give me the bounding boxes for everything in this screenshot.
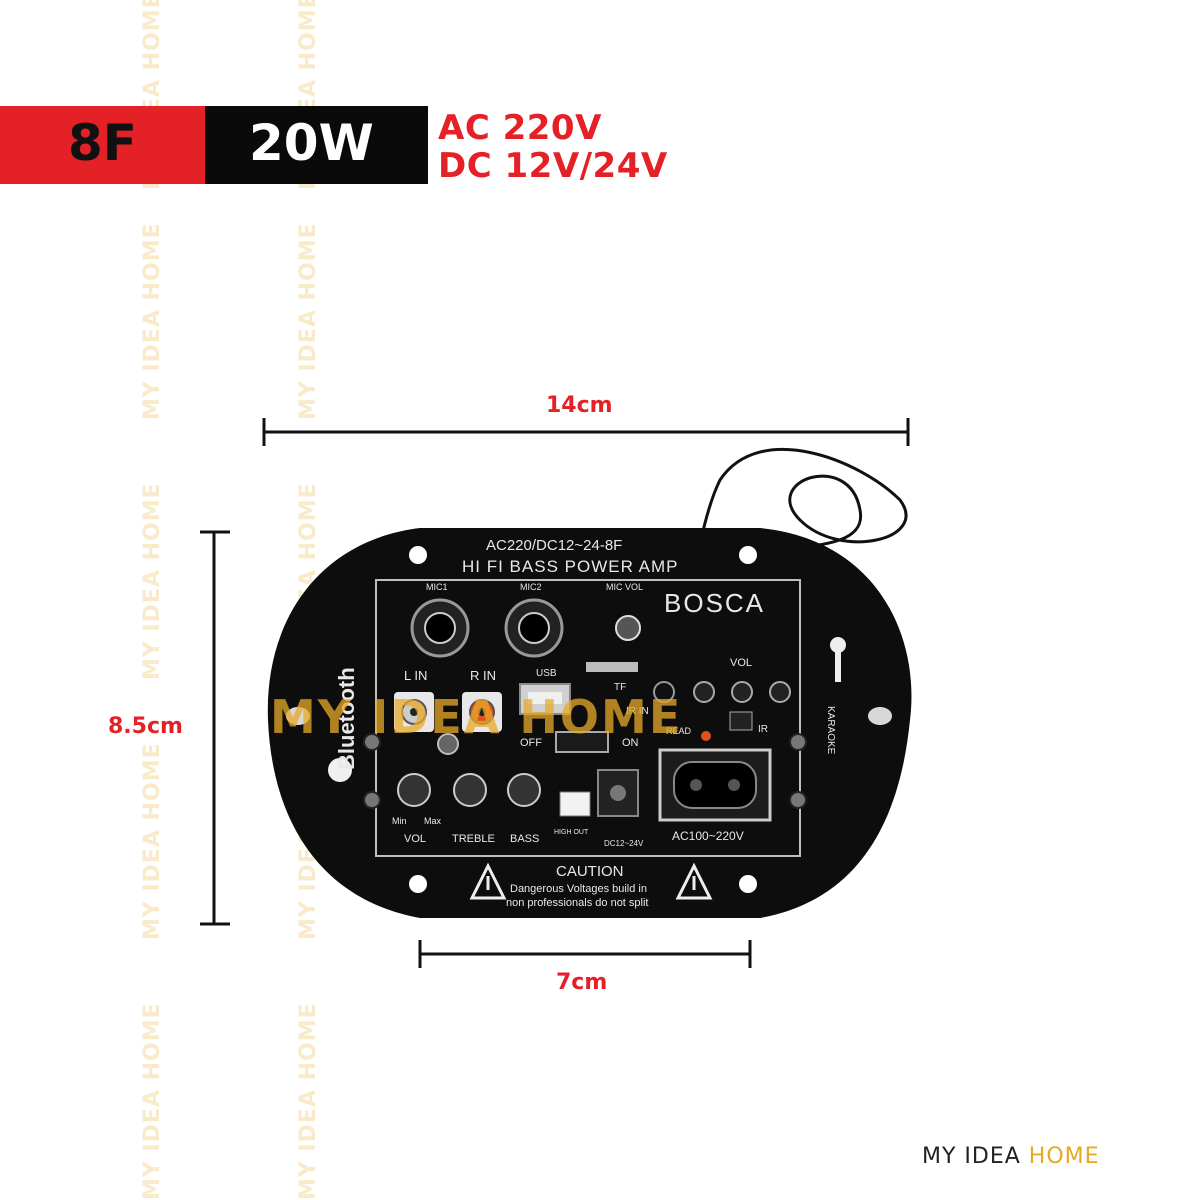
mic2-label: MIC2 [520, 582, 542, 592]
mic1-jack [410, 598, 470, 658]
ac-in-label: AC100~220V [672, 829, 744, 843]
on-label: ON [622, 737, 639, 749]
dimension-height-label: 8.5cm [108, 714, 183, 739]
control-panel-frame [375, 579, 801, 857]
prev-button [693, 681, 715, 703]
mount-hole [739, 875, 757, 893]
read-label: READ [666, 726, 692, 736]
tf-slot [586, 662, 638, 672]
warning-triangle-icon [469, 862, 507, 900]
bass-knob [507, 773, 541, 807]
badge-model: 8F [0, 106, 205, 184]
bluetooth-label: Bluetooth [334, 667, 359, 770]
screw [363, 733, 381, 751]
dimension-inner-width-label: 7cm [556, 970, 608, 995]
high-out-label: HIGH OUT [554, 829, 589, 836]
mount-hole [409, 546, 427, 564]
rca-right-jack [462, 692, 502, 732]
voltage-ac: AC 220V [438, 108, 602, 148]
badge-power: 20W [205, 106, 428, 184]
high-out-connector [559, 791, 591, 817]
mount-hole [409, 875, 427, 893]
mic1-label: MIC1 [426, 582, 448, 592]
badge-power-text: 20W [249, 114, 374, 172]
screw [363, 791, 381, 809]
mic-vol-label: MIC VOL [606, 582, 643, 592]
mount-hole [286, 707, 310, 725]
rca-left-jack [394, 692, 434, 732]
footer-brand-part1: MY IDEA [922, 1144, 1029, 1169]
next-button [769, 681, 791, 703]
mount-hole [739, 546, 757, 564]
caution-title: CAUTION [556, 863, 624, 880]
caution-line1: Dangerous Voltages build in [510, 883, 647, 895]
usb-label: USB [536, 668, 557, 679]
lin-label: L IN [404, 668, 427, 683]
knob-vol-label: VOL [404, 833, 426, 845]
vol-knob [397, 773, 431, 807]
screw [789, 791, 807, 809]
karaoke-mic-icon [830, 637, 846, 682]
bluetooth-icon [328, 758, 352, 782]
off-label: OFF [520, 737, 542, 749]
dimension-line-width [262, 418, 910, 446]
ir-receiver [729, 711, 753, 731]
dc-in-label: DC12~24V [604, 839, 644, 848]
screw [789, 733, 807, 751]
footer-brand-part2: HOME [1028, 1144, 1100, 1169]
min-label: Min [392, 816, 407, 826]
mount-hole [868, 707, 892, 725]
rca-nut [437, 733, 459, 755]
board-brand-text: BOSCA [664, 588, 765, 618]
dimension-line-height [200, 530, 230, 926]
center-watermark: MY IDEA HOME [270, 690, 683, 744]
ir-in-jack [653, 681, 675, 703]
voltage-dc: DC 12V/24V [438, 146, 668, 186]
rin-label: R IN [470, 668, 496, 683]
tf-label: TF [614, 682, 626, 693]
knob-bass-label: BASS [510, 833, 539, 845]
karaoke-label: KARAOKE [825, 706, 836, 755]
ir-label: IR [758, 724, 768, 735]
read-led [701, 731, 711, 741]
dimension-line-inner [418, 940, 752, 968]
mic2-jack [504, 598, 564, 658]
knob-treble-label: TREBLE [452, 833, 495, 845]
max-label: Max [424, 816, 442, 826]
board-model-text: AC220/DC12~24-8F [486, 537, 622, 554]
warning-triangle-icon [675, 862, 713, 900]
dimension-width-label: 14cm [546, 393, 613, 418]
mic-vol-knob [615, 615, 641, 641]
badge-model-text: 8F [68, 114, 137, 172]
ir-in-label: IR IN [626, 706, 649, 717]
play-button [731, 681, 753, 703]
treble-knob [453, 773, 487, 807]
footer-brand: MY IDEA HOME [922, 1144, 1100, 1169]
board-title-text: HI FI BASS POWER AMP [462, 557, 678, 576]
vol-button-label: VOL [730, 657, 752, 669]
antenna-wire [678, 447, 908, 661]
power-switch [555, 731, 609, 753]
caution-line2: non professionals do not split [506, 897, 648, 909]
